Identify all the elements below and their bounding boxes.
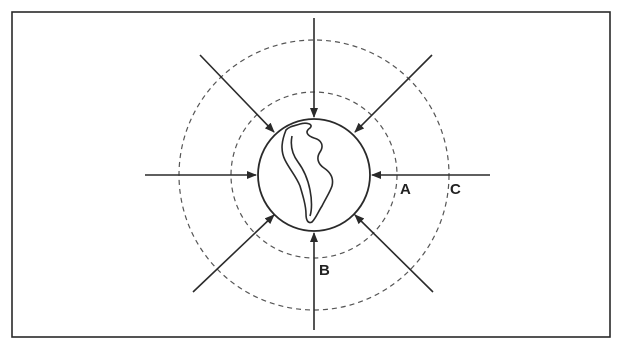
earth-circle — [258, 119, 370, 231]
arrow-top-left — [200, 55, 274, 132]
label-a: A — [400, 181, 411, 198]
label-c: C — [450, 181, 461, 198]
arrow-bottom-left — [193, 215, 274, 292]
arrow-bottom-right — [355, 215, 433, 292]
label-b: B — [319, 262, 330, 279]
